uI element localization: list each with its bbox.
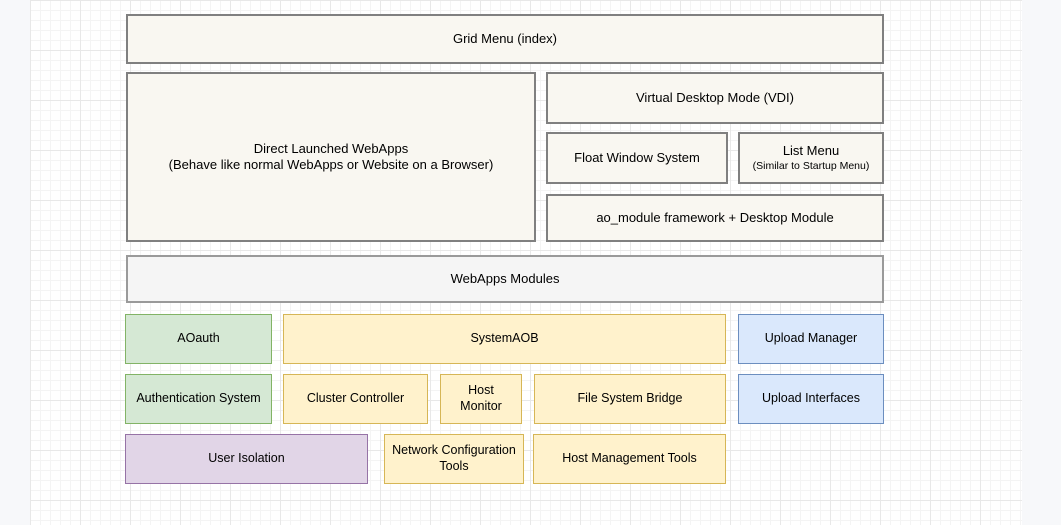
node-cluster-controller[interactable]: Cluster Controller xyxy=(283,374,428,424)
node-direct-launched-webapps-label: Direct Launched WebApps xyxy=(163,141,500,157)
node-host-management-tools-label: Host Management Tools xyxy=(556,451,703,467)
node-direct-launched-webapps[interactable]: Direct Launched WebApps (Behave like nor… xyxy=(126,72,536,242)
node-virtual-desktop-mode-label: Virtual Desktop Mode (VDI) xyxy=(630,90,800,106)
node-float-window-system-label: Float Window System xyxy=(568,150,706,166)
node-ao-module-framework-label: ao_module framework + Desktop Module xyxy=(590,210,839,226)
node-virtual-desktop-mode[interactable]: Virtual Desktop Mode (VDI) xyxy=(546,72,884,124)
node-grid-menu-label: Grid Menu (index) xyxy=(447,31,563,47)
node-cluster-controller-label: Cluster Controller xyxy=(301,391,410,407)
node-direct-launched-webapps-text: Direct Launched WebApps (Behave like nor… xyxy=(163,141,500,174)
node-host-management-tools[interactable]: Host Management Tools xyxy=(533,434,726,484)
node-host-monitor-label: Host Monitor xyxy=(441,383,521,414)
node-list-menu-text: List Menu (Similar to Startup Menu) xyxy=(749,143,874,172)
node-upload-interfaces-label: Upload Interfaces xyxy=(756,391,866,407)
node-system-aob-label: SystemAOB xyxy=(464,331,544,347)
node-user-isolation-label: User Isolation xyxy=(202,451,290,467)
node-list-menu-label: List Menu xyxy=(749,143,874,159)
node-authentication-system-label: Authentication System xyxy=(130,391,266,407)
node-network-configuration-tools[interactable]: Network Configuration Tools xyxy=(384,434,524,484)
node-upload-manager[interactable]: Upload Manager xyxy=(738,314,884,364)
node-file-system-bridge-label: File System Bridge xyxy=(572,391,689,407)
node-system-aob[interactable]: SystemAOB xyxy=(283,314,726,364)
node-user-isolation[interactable]: User Isolation xyxy=(125,434,368,484)
node-upload-interfaces[interactable]: Upload Interfaces xyxy=(738,374,884,424)
node-host-monitor[interactable]: Host Monitor xyxy=(440,374,522,424)
node-upload-manager-label: Upload Manager xyxy=(759,331,863,347)
node-webapps-modules[interactable]: WebApps Modules xyxy=(126,255,884,303)
node-list-menu[interactable]: List Menu (Similar to Startup Menu) xyxy=(738,132,884,184)
node-authentication-system[interactable]: Authentication System xyxy=(125,374,272,424)
node-webapps-modules-label: WebApps Modules xyxy=(445,271,566,287)
node-aoauth-label: AOauth xyxy=(171,331,225,347)
node-file-system-bridge[interactable]: File System Bridge xyxy=(534,374,726,424)
node-grid-menu[interactable]: Grid Menu (index) xyxy=(126,14,884,64)
node-float-window-system[interactable]: Float Window System xyxy=(546,132,728,184)
node-aoauth[interactable]: AOauth xyxy=(125,314,272,364)
node-network-configuration-tools-label: Network Configuration Tools xyxy=(385,443,523,474)
node-list-menu-sublabel: (Similar to Startup Menu) xyxy=(749,160,874,173)
node-direct-launched-webapps-sublabel: (Behave like normal WebApps or Website o… xyxy=(163,157,500,173)
node-ao-module-framework[interactable]: ao_module framework + Desktop Module xyxy=(546,194,884,242)
